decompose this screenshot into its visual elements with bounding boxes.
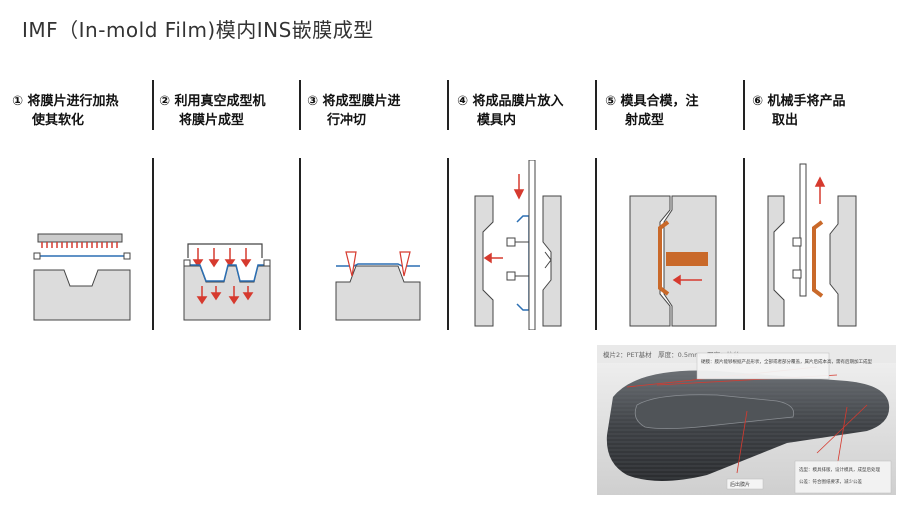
divider-bottom-5: [743, 158, 745, 330]
product-photo-svg: 模片2：PET基材 厚度：0.5mm 图案：拉丝 硬膜：膜片能够根据产品形状，全…: [597, 345, 896, 495]
photo-note-3: 公差：符合图纸要求，减少公差: [799, 478, 862, 485]
step-3-label: ③ 将成型膜片进 行冲切: [307, 94, 401, 128]
divider-top-3: [447, 80, 449, 130]
divider-bottom-1: [152, 158, 154, 330]
step-1-diagram: [33, 233, 131, 321]
divider-bottom-4: [595, 158, 597, 330]
page-title: IMF（In-mold Film)模内INS嵌膜成型: [22, 18, 374, 42]
step-5-diagram: [629, 195, 717, 327]
divider-top-1: [152, 80, 154, 130]
step-2-label: ② 利用真空成型机 将膜片成型: [159, 94, 266, 128]
divider-top-2: [299, 80, 301, 130]
photo-header: 模片2：PET基材 厚度：0.5mm 图案：拉丝: [603, 350, 740, 359]
step-1-label: ① 将膜片进行加热 使其软化: [12, 94, 119, 128]
divider-top-4: [595, 80, 597, 130]
step-6-label: ⑥ 机械手将产品 取出: [752, 94, 846, 128]
step-2-diagram: [183, 243, 271, 321]
step-4-diagram: [474, 160, 562, 330]
step-4-label: ④ 将成品膜片放入 模具内: [457, 94, 564, 128]
photo-tag: 后出膜片: [730, 481, 750, 488]
divider-bottom-3: [447, 158, 449, 330]
divider-bottom-2: [299, 158, 301, 330]
photo-note-2: 选型：模具排版，设计模具，成型后处理: [799, 466, 880, 473]
step-5-label: ⑤ 模具合模，注 射成型: [605, 94, 699, 128]
step-6-diagram: [767, 163, 857, 327]
step-3-diagram: [335, 251, 421, 321]
divider-top-5: [743, 80, 745, 130]
photo-note-1: 硬膜：膜片能够根据产品形状，全部或者部分覆盖，属片后成本高，需有后期加工成型: [701, 358, 872, 365]
product-photo: 模片2：PET基材 厚度：0.5mm 图案：拉丝 硬膜：膜片能够根据产品形状，全…: [597, 345, 896, 495]
